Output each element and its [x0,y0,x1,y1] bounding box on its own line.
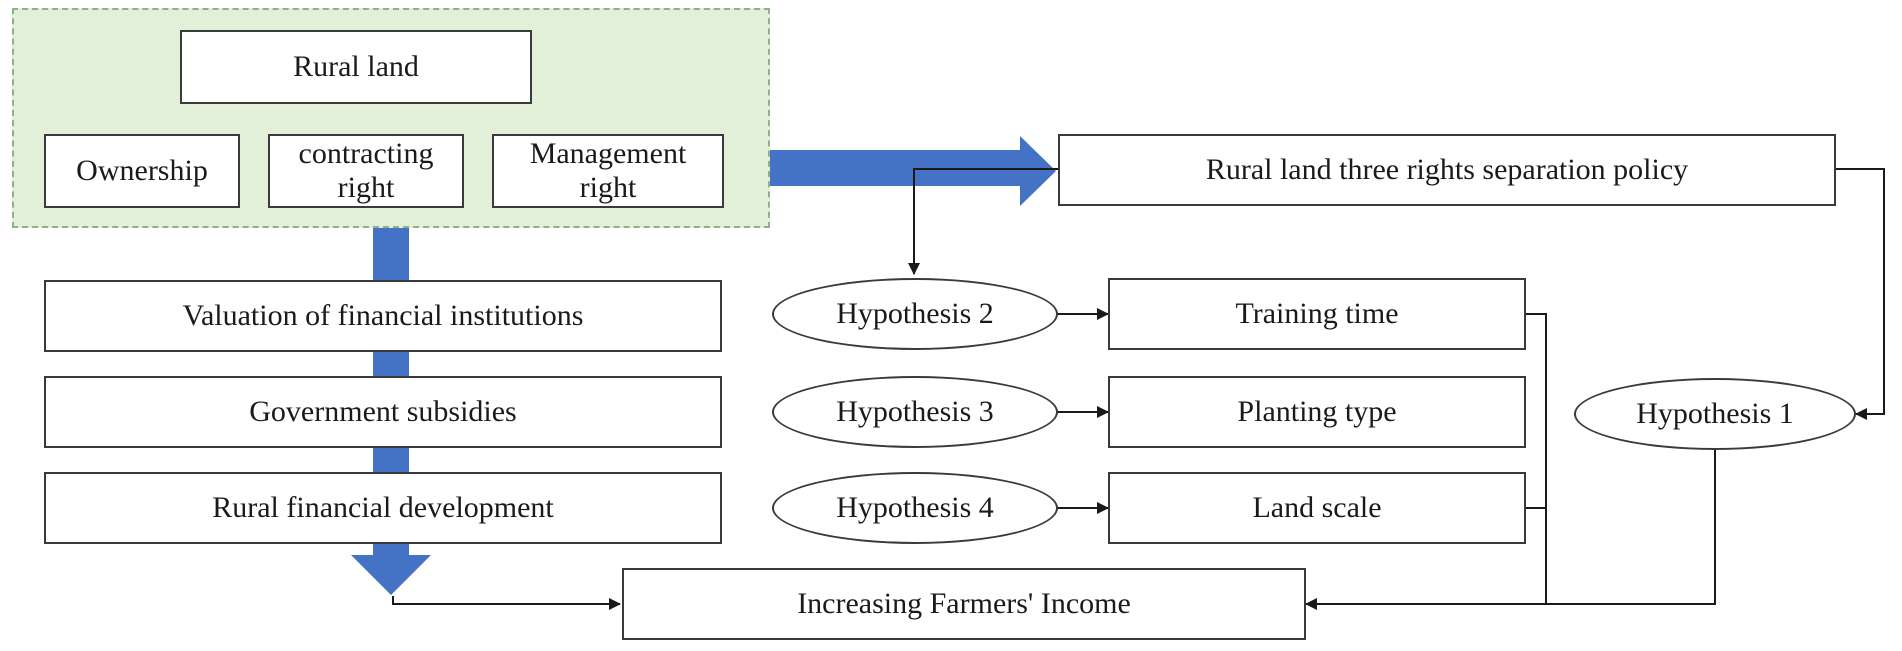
hypothesis-2-ellipse: Hypothesis 2 [772,278,1058,350]
training-time-box: Training time [1108,278,1526,350]
management-right-label: Management right [529,137,687,204]
hypothesis-3-ellipse: Hypothesis 3 [772,376,1058,448]
edge-policy-to-hypothesis-1 [1836,168,1885,420]
hypothesis-1-label: Hypothesis 1 [1636,397,1794,430]
valuation-box: Valuation of financial institutions [44,280,722,352]
hypothesis-2-label: Hypothesis 2 [836,297,994,330]
block-arrow-management-to-policy [722,136,1056,206]
policy-box: Rural land three rights separation polic… [1058,134,1836,206]
rural-finance-label: Rural financial development [212,491,554,524]
hypothesis-4-ellipse: Hypothesis 4 [772,472,1058,544]
valuation-label: Valuation of financial institutions [182,299,584,332]
planting-type-box: Planting type [1108,376,1526,448]
land-scale-box: Land scale [1108,472,1526,544]
hypothesis-1-ellipse: Hypothesis 1 [1574,378,1856,450]
contracting-right-box: contracting right [268,134,464,208]
ownership-label: Ownership [76,154,208,187]
subsidies-label: Government subsidies [249,395,517,428]
contracting-right-label: contracting right [298,137,434,204]
rural-land-box: Rural land [180,30,532,104]
edge-policy-to-hypothesis-2 [908,168,1058,275]
edge-rural-finance-to-income [392,596,621,610]
hypothesis-4-label: Hypothesis 4 [836,491,994,524]
edge-training-time-to-collector [1526,313,1547,604]
subsidies-box: Government subsidies [44,376,722,448]
management-right-box: Management right [492,134,724,208]
income-label: Increasing Farmers' Income [797,587,1131,620]
training-time-label: Training time [1235,297,1399,330]
ownership-box: Ownership [44,134,240,208]
planting-type-label: Planting type [1237,395,1397,428]
rural-land-label: Rural land [293,50,419,83]
policy-label: Rural land three rights separation polic… [1205,153,1689,186]
edge-hypothesis-1-to-income [1305,450,1716,610]
land-scale-label: Land scale [1252,491,1382,524]
hypothesis-3-label: Hypothesis 3 [836,395,994,428]
rural-finance-box: Rural financial development [44,472,722,544]
income-box: Increasing Farmers' Income [622,568,1306,640]
